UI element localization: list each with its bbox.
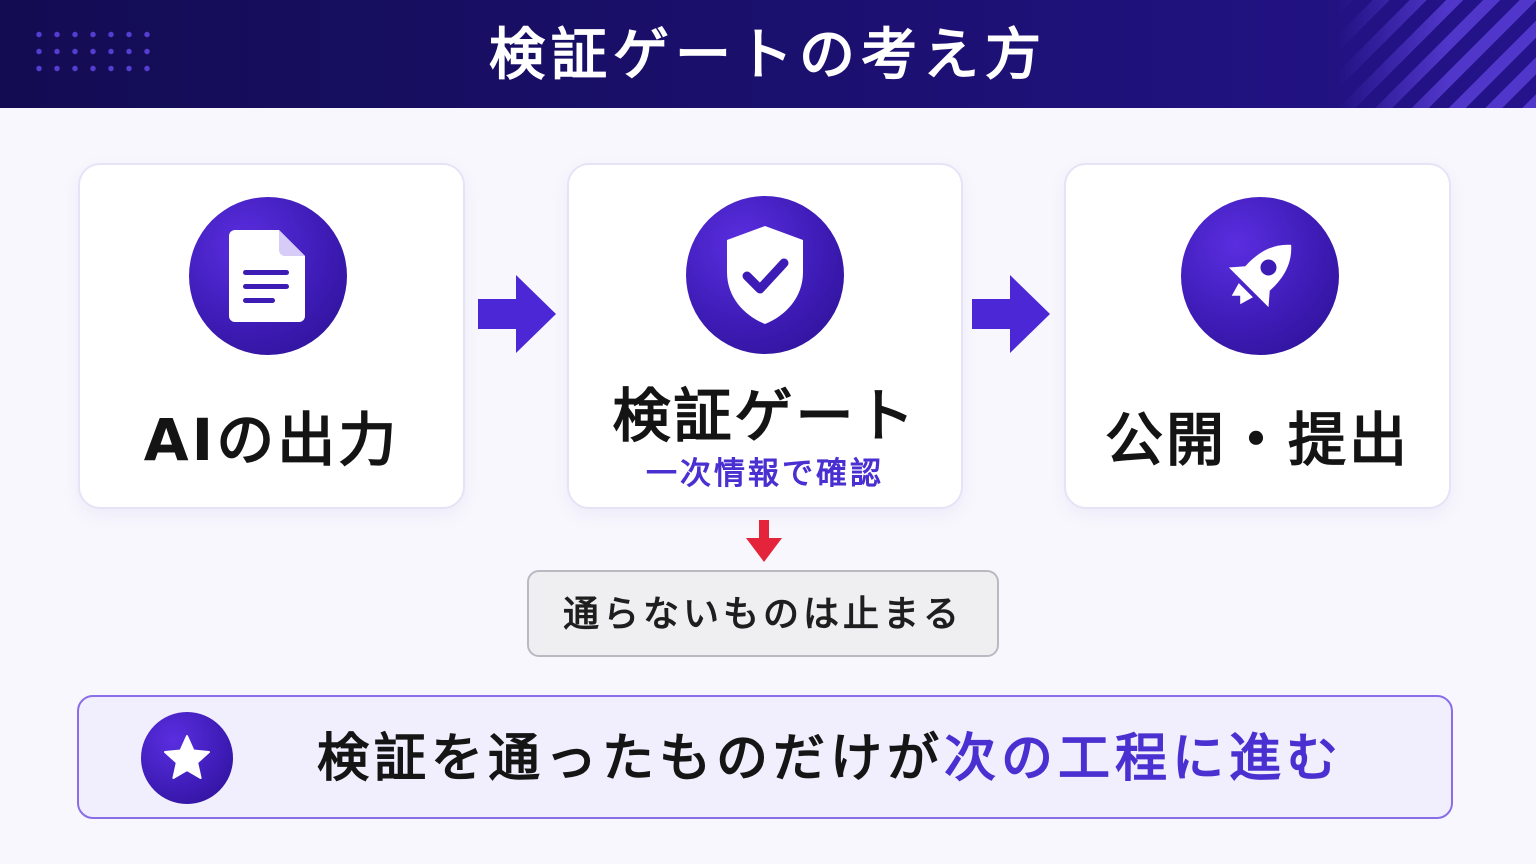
step-sublabel-primary-source: 一次情報で確認 <box>646 456 884 492</box>
rocket-icon <box>1181 197 1339 355</box>
conclusion-text: 検証を通ったものだけが次の工程に進む <box>317 697 1343 817</box>
flow-arrow-1 <box>478 275 556 353</box>
stripe-decoration <box>1336 0 1536 108</box>
header-bar: 検証ゲートの考え方 <box>0 0 1536 108</box>
stop-arrow-down-icon <box>746 520 782 562</box>
step-card-publish: 公開・提出 <box>1064 163 1451 509</box>
conclusion-text-accent: 次の工程に進む <box>944 729 1344 789</box>
step-card-verification-gate: 検証ゲート 一次情報で確認 <box>567 163 963 509</box>
shield-check-icon <box>686 196 844 354</box>
dot-pattern-decoration <box>30 26 150 76</box>
page-title: 検証ゲートの考え方 <box>489 23 1047 88</box>
step-label-ai-output: AIの出力 <box>143 406 400 474</box>
flow-arrow-2 <box>972 275 1050 353</box>
step-card-ai-output: AIの出力 <box>78 163 465 509</box>
stop-note-box: 通らないものは止まる <box>527 570 999 657</box>
step-label-publish: 公開・提出 <box>1104 406 1410 474</box>
step-label-verification-gate: 検証ゲート <box>612 382 918 450</box>
document-icon <box>189 197 347 355</box>
star-icon <box>141 712 233 804</box>
conclusion-banner: 検証を通ったものだけが次の工程に進む <box>77 695 1453 819</box>
conclusion-text-plain: 検証を通ったものだけが <box>317 729 945 789</box>
